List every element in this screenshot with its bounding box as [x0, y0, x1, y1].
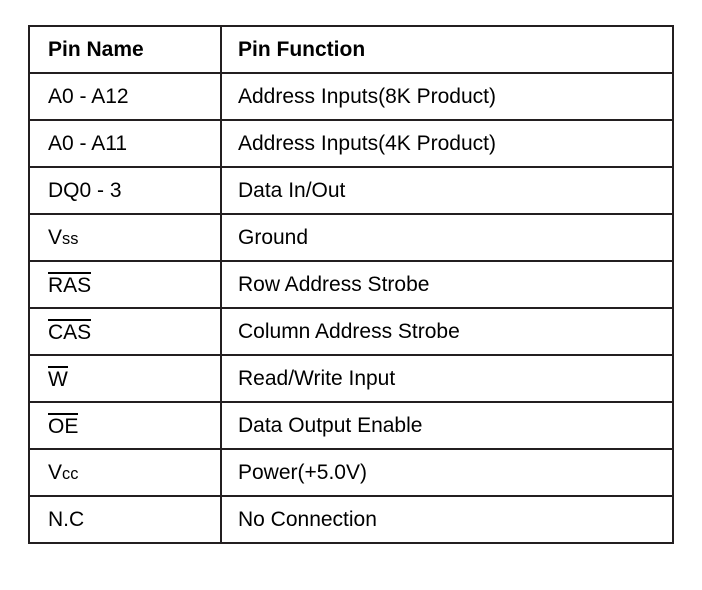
- pin-function-cell: Read/Write Input: [220, 354, 674, 403]
- pin-name-subscript: ss: [62, 229, 79, 248]
- table-header-row: Pin Name Pin Function: [28, 25, 674, 74]
- pin-function-label: Power(+5.0V): [238, 460, 367, 484]
- pin-name-cell: N.C: [28, 495, 222, 544]
- pin-function-label: No Connection: [238, 507, 377, 531]
- table-row: N.C No Connection: [28, 495, 674, 544]
- table-row: Vcc Power(+5.0V): [28, 448, 674, 497]
- pin-name-cell: RAS: [28, 260, 222, 309]
- pin-name-label: A0 - A12: [48, 84, 129, 108]
- pin-name-cell: Vss: [28, 213, 222, 262]
- active-low-signal-label: CAS: [48, 318, 92, 344]
- pin-function-cell: Power(+5.0V): [220, 448, 674, 497]
- pin-name-base: V: [48, 460, 63, 484]
- table-header: Pin Name Pin Function: [28, 25, 674, 74]
- table-row: A0 - A12 Address Inputs(8K Product): [28, 72, 674, 121]
- pin-function-label: Address Inputs(4K Product): [238, 131, 496, 155]
- pin-name-cell: Vcc: [28, 448, 222, 497]
- pin-function-cell: Data Output Enable: [220, 401, 674, 450]
- pin-function-cell: Row Address Strobe: [220, 260, 674, 309]
- pin-function-label: Data In/Out: [238, 178, 346, 202]
- pin-function-label: Read/Write Input: [238, 366, 396, 390]
- pin-function-cell: Data In/Out: [220, 166, 674, 215]
- pin-function-label: Ground: [238, 225, 309, 249]
- pin-name-cell: A0 - A11: [28, 119, 222, 168]
- pin-name-cell: DQ0 - 3: [28, 166, 222, 215]
- pin-function-label: Column Address Strobe: [238, 319, 460, 343]
- pin-name-label: N.C: [48, 507, 85, 531]
- pin-function-cell: Address Inputs(4K Product): [220, 119, 674, 168]
- table-row: A0 - A11 Address Inputs(4K Product): [28, 119, 674, 168]
- active-low-signal-label: W: [48, 365, 68, 391]
- column-header-pin-function: Pin Function: [220, 25, 674, 74]
- pin-name-cell: CAS: [28, 307, 222, 356]
- table-row: W Read/Write Input: [28, 354, 674, 403]
- pin-name-label: A0 - A11: [48, 131, 127, 155]
- pin-function-label: Data Output Enable: [238, 413, 423, 437]
- table-row: Vss Ground: [28, 213, 674, 262]
- table-row: DQ0 - 3 Data In/Out: [28, 166, 674, 215]
- column-header-pin-name: Pin Name: [28, 25, 222, 74]
- table-row: CAS Column Address Strobe: [28, 307, 674, 356]
- pin-name-subscript: cc: [62, 464, 79, 483]
- pin-function-cell: Ground: [220, 213, 674, 262]
- pin-name-label: DQ0 - 3: [48, 178, 122, 202]
- pin-function-label: Row Address Strobe: [238, 272, 430, 296]
- pin-name-base: V: [48, 225, 63, 249]
- table-row: RAS Row Address Strobe: [28, 260, 674, 309]
- pin-name-cell: OE: [28, 401, 222, 450]
- pin-function-label: Address Inputs(8K Product): [238, 84, 496, 108]
- pin-function-cell: Address Inputs(8K Product): [220, 72, 674, 121]
- pin-function-cell: No Connection: [220, 495, 674, 544]
- pin-name-cell: W: [28, 354, 222, 403]
- pin-function-cell: Column Address Strobe: [220, 307, 674, 356]
- active-low-signal-label: OE: [48, 412, 79, 438]
- pin-name-cell: A0 - A12: [28, 72, 222, 121]
- active-low-signal-label: RAS: [48, 271, 92, 297]
- table-row: OE Data Output Enable: [28, 401, 674, 450]
